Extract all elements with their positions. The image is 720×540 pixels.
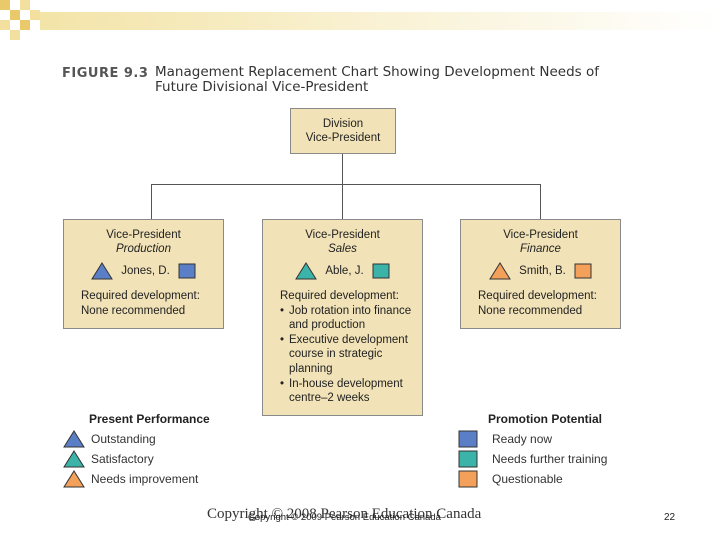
legend-present-performance: Present Performance Outstanding Satisfac… xyxy=(63,412,210,489)
decorative-checker-corner xyxy=(0,0,720,40)
copyright-background: Copyright © 2008 Pearson Education Canad… xyxy=(207,506,482,522)
required-development-item: In-house development centre–2 weeks xyxy=(280,377,422,406)
potential-questionable-icon xyxy=(574,263,592,279)
division-vp-line2: Vice-President xyxy=(305,132,381,144)
required-development-label: Required development: xyxy=(280,290,399,302)
required-development-label: Required development: xyxy=(81,290,200,302)
connector-vertical-top xyxy=(342,154,343,184)
vp-sales-box: Vice-President Sales Able, J. Required d… xyxy=(262,219,423,416)
legend-performance-title: Present Performance xyxy=(89,412,210,426)
copyright-foreground: Copyright © 2009 Pearson Education Canad… xyxy=(248,512,441,523)
required-development-label: Required development: xyxy=(478,290,597,302)
legend-item-label: Ready now xyxy=(492,432,553,446)
position-title: Vice-President xyxy=(503,229,578,241)
division-vp-line1: Division xyxy=(322,118,364,130)
connector-horizontal xyxy=(151,184,541,185)
required-development-item: Job rotation into finance and production xyxy=(280,304,422,333)
candidate-name: Smith, B. xyxy=(519,265,566,277)
triangle-orange-icon xyxy=(63,470,85,488)
connector-right xyxy=(540,184,541,219)
legend-item-label: Questionable xyxy=(492,472,563,486)
division-vp-box: Division Vice-President xyxy=(290,108,396,154)
triangle-blue-icon xyxy=(63,430,85,448)
legend-promotion-potential: Promotion Potential Ready now Needs furt… xyxy=(458,412,607,489)
performance-satisfactory-icon xyxy=(295,262,318,280)
square-orange-icon xyxy=(458,470,478,488)
vp-finance-box: Vice-President Finance Smith, B. Require… xyxy=(460,219,621,329)
connector-left xyxy=(151,184,152,219)
required-development-item: None recommended xyxy=(81,304,186,317)
legend-item-label: Needs improvement xyxy=(91,472,199,486)
position-area: Sales xyxy=(328,243,357,255)
figure-title: Management Replacement Chart Showing Dev… xyxy=(155,64,599,95)
square-teal-icon xyxy=(458,450,478,468)
connector-middle xyxy=(342,184,343,219)
legend-item-label: Needs further training xyxy=(492,452,608,466)
position-area: Production xyxy=(116,243,171,255)
square-blue-icon xyxy=(458,430,478,448)
triangle-teal-icon xyxy=(63,450,85,468)
figure-label: FIGURE 9.3 xyxy=(62,66,149,81)
performance-outstanding-icon xyxy=(91,262,114,280)
vp-production-box: Vice-President Production Jones, D. Requ… xyxy=(63,219,224,329)
candidate-name: Able, J. xyxy=(325,265,364,277)
position-area: Finance xyxy=(520,243,561,255)
required-development-item: Executive development course in strategi… xyxy=(280,333,422,377)
required-development-item: None recommended xyxy=(478,304,583,317)
potential-ready-now-icon xyxy=(178,263,196,279)
legend-potential-title: Promotion Potential xyxy=(488,412,602,426)
position-title: Vice-President xyxy=(106,229,181,241)
position-title: Vice-President xyxy=(305,229,380,241)
legend-item-label: Satisfactory xyxy=(91,452,154,466)
potential-needs-training-icon xyxy=(372,263,390,279)
page-number: 22 xyxy=(664,512,676,523)
legend-item-label: Outstanding xyxy=(91,432,156,446)
candidate-name: Jones, D. xyxy=(121,265,170,277)
performance-needs-improvement-icon xyxy=(489,262,512,280)
